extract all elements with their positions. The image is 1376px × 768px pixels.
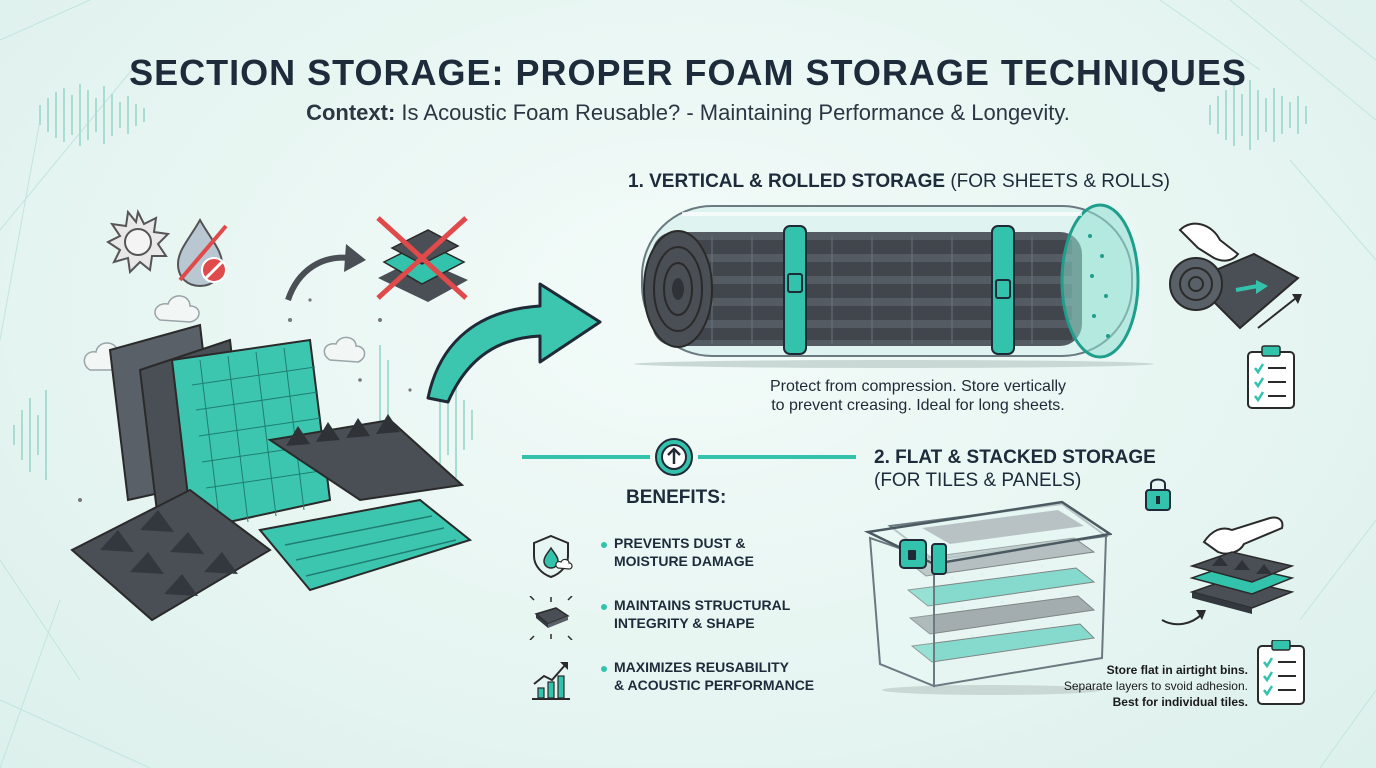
flat-heading-line2: (FOR TILES & PANELS) (874, 470, 1082, 491)
no-moisture-icon (176, 217, 228, 288)
benefit-text: MAINTAINS STRUCTURAL INTEGRITY & SHAPE (614, 596, 854, 632)
growth-chart-icon (532, 662, 570, 700)
rolling-hand-illustration (1169, 222, 1302, 409)
flat-storage-heading: 2. FLAT & STACKED STORAGE (FOR TILES & P… (874, 446, 1156, 492)
subtitle-label: Context: (306, 100, 396, 125)
stacked-tiles-hand-illustration (1161, 516, 1295, 626)
checklist-icon (1247, 345, 1295, 409)
benefit-bullet (601, 604, 607, 610)
vertical-caption-line1: Protect from compression. Store vertical… (769, 378, 1067, 395)
checklist-icon (1257, 640, 1305, 705)
section-divider (522, 438, 856, 476)
vertical-storage-heading: 1. VERTICAL & ROLLED STORAGE (FOR SHEETS… (628, 171, 1170, 193)
benefit-text: PREVENTS DUST & MOISTURE DAMAGE (614, 534, 854, 570)
benefit-item-integrity: MAINTAINS STRUCTURAL INTEGRITY & SHAPE (528, 596, 848, 640)
flat-caption: Store flat in airtight bins. Separate la… (1030, 662, 1248, 710)
crushed-foam-icon (376, 216, 468, 302)
benefits-title: BENEFITS: (626, 487, 727, 508)
subtitle-text: Is Acoustic Foam Reusable? - Maintaining… (401, 100, 1070, 125)
vertical-caption-line2: to prevent creasing. Ideal for long shee… (771, 397, 1065, 414)
vertical-heading-bold: 1. VERTICAL & ROLLED STORAGE (628, 171, 946, 192)
flat-caption-line2: Separate layers to svoid adhesion. (1063, 679, 1248, 693)
benefit-text: MAXIMIZES REUSABILITY & ACOUSTIC PERFORM… (614, 658, 854, 694)
airtight-bin-illustration (863, 500, 1112, 695)
benefit-item-dust: PREVENTS DUST & MOISTURE DAMAGE (528, 534, 848, 578)
benefit-item-reusability: MAXIMIZES REUSABILITY & ACOUSTIC PERFORM… (528, 658, 848, 702)
benefit-line: MOISTURE DAMAGE (614, 553, 754, 569)
flat-heading-line1: 2. FLAT & STACKED STORAGE (874, 447, 1156, 468)
page-subtitle: Context: Is Acoustic Foam Reusable? - Ma… (0, 100, 1376, 126)
lock-icon (1145, 478, 1171, 511)
benefit-line: & ACOUSTIC PERFORMANCE (614, 677, 815, 693)
foam-block-icon (529, 596, 573, 640)
benefit-line: MAXIMIZES REUSABILITY (614, 659, 790, 675)
shield-water-icon (533, 534, 573, 578)
vertical-caption: Protect from compression. Store vertical… (720, 377, 1116, 415)
flat-caption-line3: Best for individual tiles. (1112, 695, 1248, 709)
benefit-line: MAINTAINS STRUCTURAL (614, 597, 791, 613)
foam-pile-illustration (70, 208, 473, 622)
flat-caption-line1: Store flat in airtight bins. (1106, 663, 1248, 677)
benefit-bullet (601, 542, 607, 548)
benefit-line: INTEGRITY & SHAPE (614, 615, 755, 631)
vertical-heading-rest: (FOR SHEETS & ROLLS) (950, 171, 1170, 192)
benefit-bullet (601, 666, 607, 672)
benefit-line: PREVENTS DUST & (614, 535, 746, 551)
sun-icon (106, 208, 171, 275)
rolled-foam-tube-illustration (634, 203, 1154, 368)
large-arrow-icon (426, 282, 602, 404)
page-title: SECTION STORAGE: PROPER FOAM STORAGE TEC… (129, 52, 1247, 93)
